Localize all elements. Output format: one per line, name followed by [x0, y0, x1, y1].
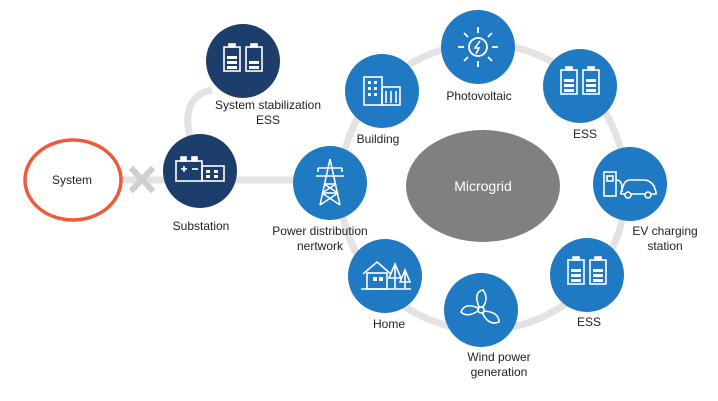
building-node [345, 54, 419, 128]
power-distribution-label-line1: Power distribution [272, 224, 368, 238]
stabilization-ess-node [206, 24, 280, 98]
substation-node [163, 134, 237, 208]
substation-icon [175, 156, 225, 182]
building-icon [363, 76, 401, 106]
battery-pair-icon [567, 256, 607, 285]
substation-label: Substation [173, 219, 230, 234]
building-label-text: Building [356, 132, 400, 146]
stabilization-label-line2: ESS [255, 113, 281, 127]
home-label-text: Home [372, 317, 406, 331]
ess-top-label-text: ESS [572, 127, 598, 141]
ev-charging-label: EV charging station [632, 224, 697, 254]
ev-charging-label-line1: EV charging [632, 224, 698, 238]
solar-sun-icon [458, 27, 498, 67]
power-distribution-label: Power distribution nertwork [272, 224, 367, 254]
disconnect-x-icon [128, 165, 156, 194]
home-icon [361, 260, 412, 290]
battery-pair-icon [223, 43, 263, 72]
microgrid-label: Microgrid [454, 178, 512, 194]
photovoltaic-label: Photovoltaic [446, 89, 511, 104]
ess-top-node [543, 49, 617, 123]
wind-power-label: Wind power generation [467, 350, 530, 380]
ess-bottom-label-text: ESS [576, 315, 602, 329]
ess-bottom-node [550, 238, 624, 312]
building-label: Building [357, 132, 400, 147]
system-node [23, 138, 123, 222]
wind-power-label-line1: Wind power [467, 350, 531, 364]
home-node [348, 239, 422, 313]
power-distribution-node [293, 146, 367, 220]
photovoltaic-node [441, 10, 515, 84]
ess-bottom-label: ESS [577, 315, 601, 330]
ev-charger-icon [603, 171, 657, 199]
photovoltaic-label-text: Photovoltaic [446, 89, 512, 103]
wind-power-label-line2: generation [470, 365, 528, 379]
ess-top-label: ESS [573, 127, 597, 142]
stabilization-label-line1: System stabilization [214, 98, 322, 112]
ev-charging-node [593, 147, 667, 221]
ev-charging-label-line2: station [647, 239, 683, 253]
microgrid-hub [406, 130, 560, 242]
stabilization-label: System stabilization ESS [215, 98, 321, 128]
wind-power-node [444, 273, 518, 347]
wind-turbine-icon [460, 289, 500, 324]
transmission-tower-icon [316, 158, 344, 206]
system-label: System [52, 173, 92, 187]
substation-label-text: Substation [172, 219, 230, 233]
battery-pair-icon [560, 66, 600, 95]
home-label: Home [373, 317, 405, 332]
power-distribution-label-line2: nertwork [296, 239, 344, 253]
